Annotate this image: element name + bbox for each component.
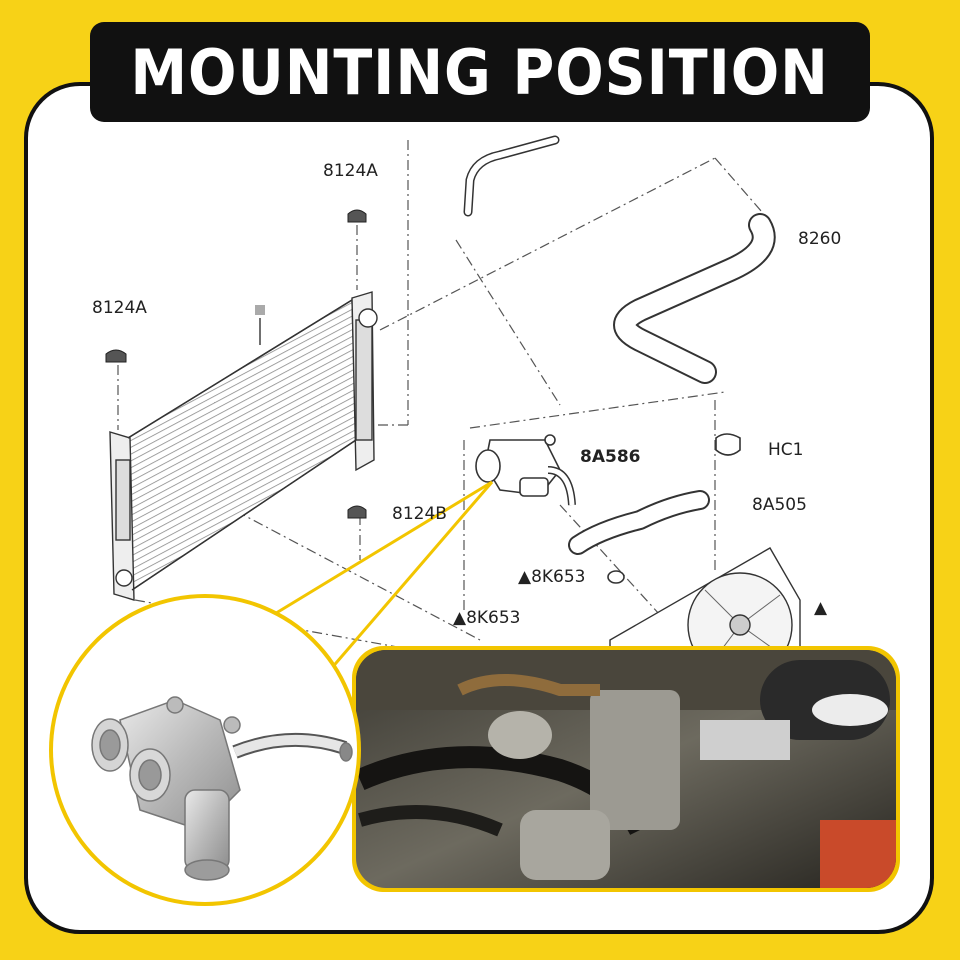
label-8260: 8260 <box>798 229 842 249</box>
radiator <box>109 291 378 601</box>
triangle-icon: ▲ <box>518 567 532 587</box>
label-8k653-lower-text: 8K653 <box>466 608 521 628</box>
triangle-icon: ▲ <box>453 608 467 628</box>
product-circle <box>49 594 361 906</box>
mount-pads <box>105 209 367 519</box>
title-banner: MOUNTING POSITION <box>90 22 870 122</box>
label-8k653-upper-text: 8K653 <box>531 567 586 587</box>
label-8124a-left: 8124A <box>92 298 147 318</box>
label-8k653-lower: ▲8K653 <box>453 610 521 627</box>
clip-hc1 <box>715 433 741 456</box>
thermostat-housing <box>475 434 576 506</box>
label-8a586: 8A586 <box>580 447 641 467</box>
hose-8a505 <box>568 490 710 555</box>
page-title: MOUNTING POSITION <box>130 35 830 109</box>
label-8k653-upper: ▲8K653 <box>518 569 586 586</box>
label-8124a-top: 8124A <box>323 161 378 181</box>
label-hc1: HC1 <box>768 440 804 460</box>
label-8124b: 8124B <box>392 504 447 524</box>
label-8a505: 8A505 <box>752 495 807 515</box>
hose-8260 <box>613 213 776 384</box>
callout-lines <box>267 480 494 671</box>
clamp-8k653 <box>607 570 625 584</box>
fan-triangle-icon: ▲ <box>814 598 828 618</box>
installation-photo <box>352 646 900 892</box>
